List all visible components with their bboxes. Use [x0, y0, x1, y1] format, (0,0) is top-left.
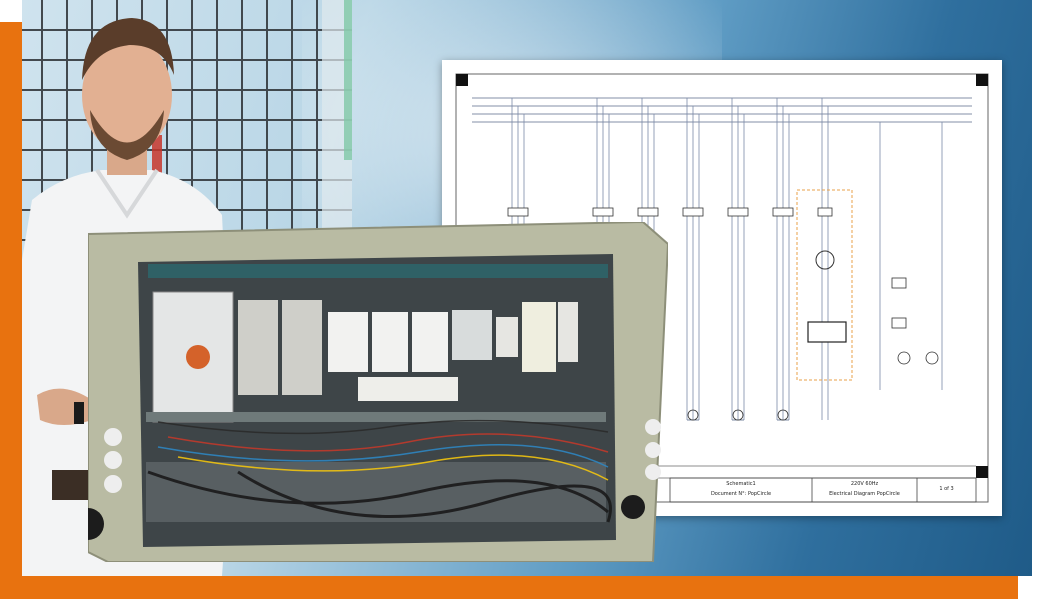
title-block-document: Document N°: PopCircle — [710, 491, 772, 497]
title-block-supply: 220V 60Hz — [850, 481, 879, 487]
electrical-cabinet — [88, 222, 668, 562]
cabinet-components — [146, 291, 606, 522]
title-block-sheet: 1 of 3 — [939, 486, 954, 492]
orange-frame-left — [0, 22, 22, 577]
title-block-name: Schematic1 — [726, 481, 756, 487]
orange-frame-bottom — [0, 576, 1018, 599]
title-block-diagram: Electrical Diagram PopCircle — [829, 491, 900, 497]
